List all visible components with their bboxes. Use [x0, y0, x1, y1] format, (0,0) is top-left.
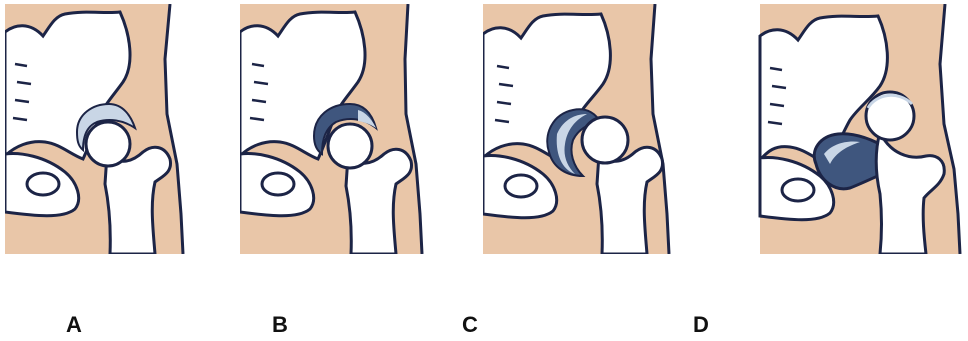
panel-d [740, 4, 965, 254]
label-a: A [66, 312, 82, 338]
hip-diagram-c [483, 4, 708, 254]
label-d: D [693, 312, 709, 338]
femoral-head [582, 117, 628, 163]
label-b: B [272, 312, 288, 338]
femoral-head [328, 124, 372, 168]
obturator-foramen [505, 175, 537, 197]
panel-c [483, 4, 708, 254]
femoral-head [86, 122, 130, 166]
obturator-foramen [782, 179, 814, 201]
label-c: C [462, 312, 478, 338]
panel-b [240, 4, 465, 254]
panel-a [5, 4, 230, 254]
obturator-foramen [262, 173, 294, 195]
hip-diagram-a [5, 4, 230, 254]
obturator-foramen [27, 173, 59, 195]
hip-diagram-b [240, 4, 465, 254]
hip-diagram-d [740, 4, 965, 254]
